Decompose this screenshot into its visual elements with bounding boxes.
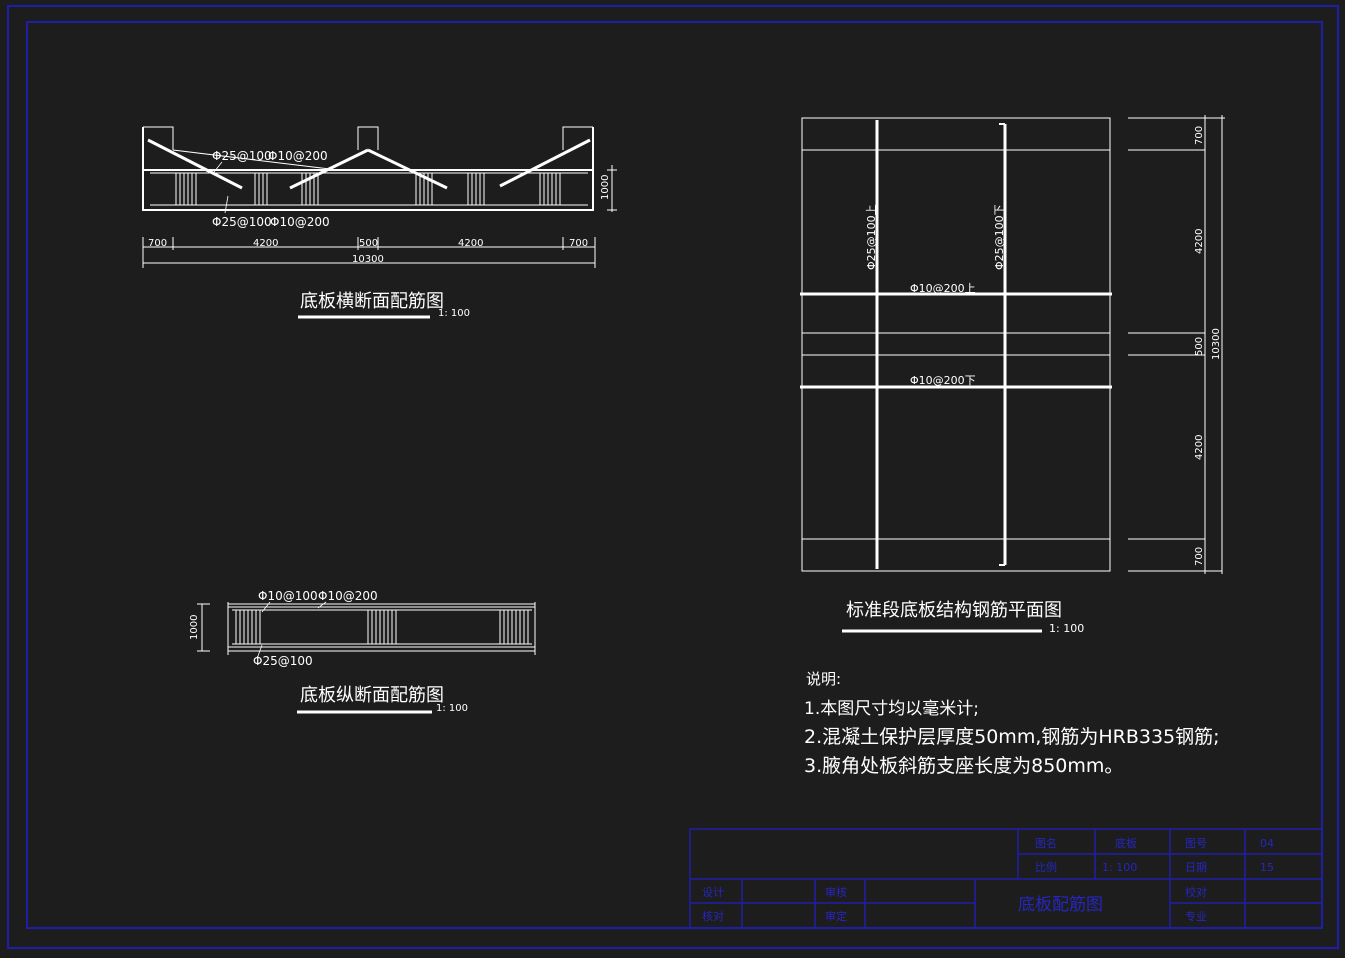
cs-height-dim: 1000 <box>600 175 611 200</box>
cross-section-drawing: Φ25@100 Φ10@200 Φ25@100 Φ10@200 1000 700… <box>142 126 617 319</box>
cs-rebar-bottom-1: Φ25@100 <box>212 215 272 229</box>
tb-cell-13: 专业 <box>1185 909 1207 923</box>
plan-rebar-right: Φ25@100下 <box>993 204 1006 270</box>
tb-cell-7: 15 <box>1260 861 1274 874</box>
plan-dim-2: 4200 <box>1194 229 1205 254</box>
title-block <box>689 828 1323 929</box>
tb-cell-12: 校对 <box>1185 885 1207 899</box>
tb-cell-5: 1: 100 <box>1102 861 1137 874</box>
cs-rebar-top-1: Φ25@100 <box>212 149 272 163</box>
plan-rebar-mid-top: Φ10@200上 <box>910 282 976 295</box>
ls-title: 底板纵断面配筋图 <box>300 685 444 706</box>
plan-total-dim: 10300 <box>1211 328 1222 360</box>
ls-height-dim: 1000 <box>189 615 200 640</box>
tb-cell-9: 审核 <box>825 885 847 899</box>
long-section-drawing: Φ10@100 Φ10@200 Φ25@100 1000 底板纵断面配筋图 1:… <box>189 589 536 714</box>
ls-rebar-bottom: Φ25@100 <box>253 654 313 668</box>
tb-cell-6: 日期 <box>1185 861 1207 874</box>
tb-cell-3: 04 <box>1260 837 1274 850</box>
cs-title: 底板横断面配筋图 <box>300 291 444 312</box>
tb-cell-4: 比例 <box>1035 860 1057 874</box>
inner-frame <box>26 21 1323 929</box>
plan-scale: 1: 100 <box>1049 622 1084 635</box>
plan-dim-3: 500 <box>1194 337 1205 356</box>
plan-drawing: Φ25@100上 Φ25@100下 Φ10@200上 Φ10@200下 700 … <box>800 115 1225 635</box>
note-2: 2.混凝土保护层厚度50mm,钢筋为HRB335钢筋; <box>804 726 1220 748</box>
tb-cell-0: 图名 <box>1035 836 1057 850</box>
tb-cell-2: 图号 <box>1185 837 1207 850</box>
notes-heading: 说明: <box>806 670 841 688</box>
cs-dim-2: 4200 <box>253 238 278 249</box>
tb-cell-11: 审定 <box>825 909 847 923</box>
ls-rebar-top-2: Φ10@200 <box>318 589 378 603</box>
plan-rebar-left: Φ25@100上 <box>865 204 878 270</box>
cs-dim-5: 700 <box>569 238 588 249</box>
cs-rebar-top-2: Φ10@200 <box>268 149 328 163</box>
plan-rebar-mid-bottom: Φ10@200下 <box>910 374 976 387</box>
tb-cell-1: 底板 <box>1115 836 1137 850</box>
outer-frame <box>7 5 1339 949</box>
plan-dim-1: 700 <box>1194 126 1205 145</box>
cs-dim-1: 700 <box>148 238 167 249</box>
ls-scale: 1: 100 <box>436 703 468 714</box>
plan-title: 标准段底板结构钢筋平面图 <box>846 600 1062 621</box>
cs-dim-4: 4200 <box>458 238 483 249</box>
tb-cell-8: 设计 <box>702 886 724 899</box>
cs-total-dim: 10300 <box>352 254 384 265</box>
cs-scale: 1: 100 <box>438 308 470 319</box>
ls-rebar-top-1: Φ10@100 <box>258 589 318 603</box>
tb-cell-10: 核对 <box>702 909 724 923</box>
note-3: 3.腋角处板斜筋支座长度为850mm。 <box>804 755 1123 777</box>
notes: 说明: 1.本图尺寸均以毫米计; 2.混凝土保护层厚度50mm,钢筋为HRB33… <box>804 670 1220 777</box>
plan-dim-5: 700 <box>1194 547 1205 566</box>
cs-rebar-bottom-2: Φ10@200 <box>270 215 330 229</box>
note-1: 1.本图尺寸均以毫米计; <box>804 699 979 719</box>
plan-dim-4: 4200 <box>1194 435 1205 460</box>
tb-drawing-title: 底板配筋图 <box>1018 895 1103 915</box>
cs-dim-3: 500 <box>359 238 378 249</box>
title-block-text: 图名 底板 图号 04 比例 1: 100 日期 15 设计 审核 核对 审定 … <box>702 836 1274 923</box>
